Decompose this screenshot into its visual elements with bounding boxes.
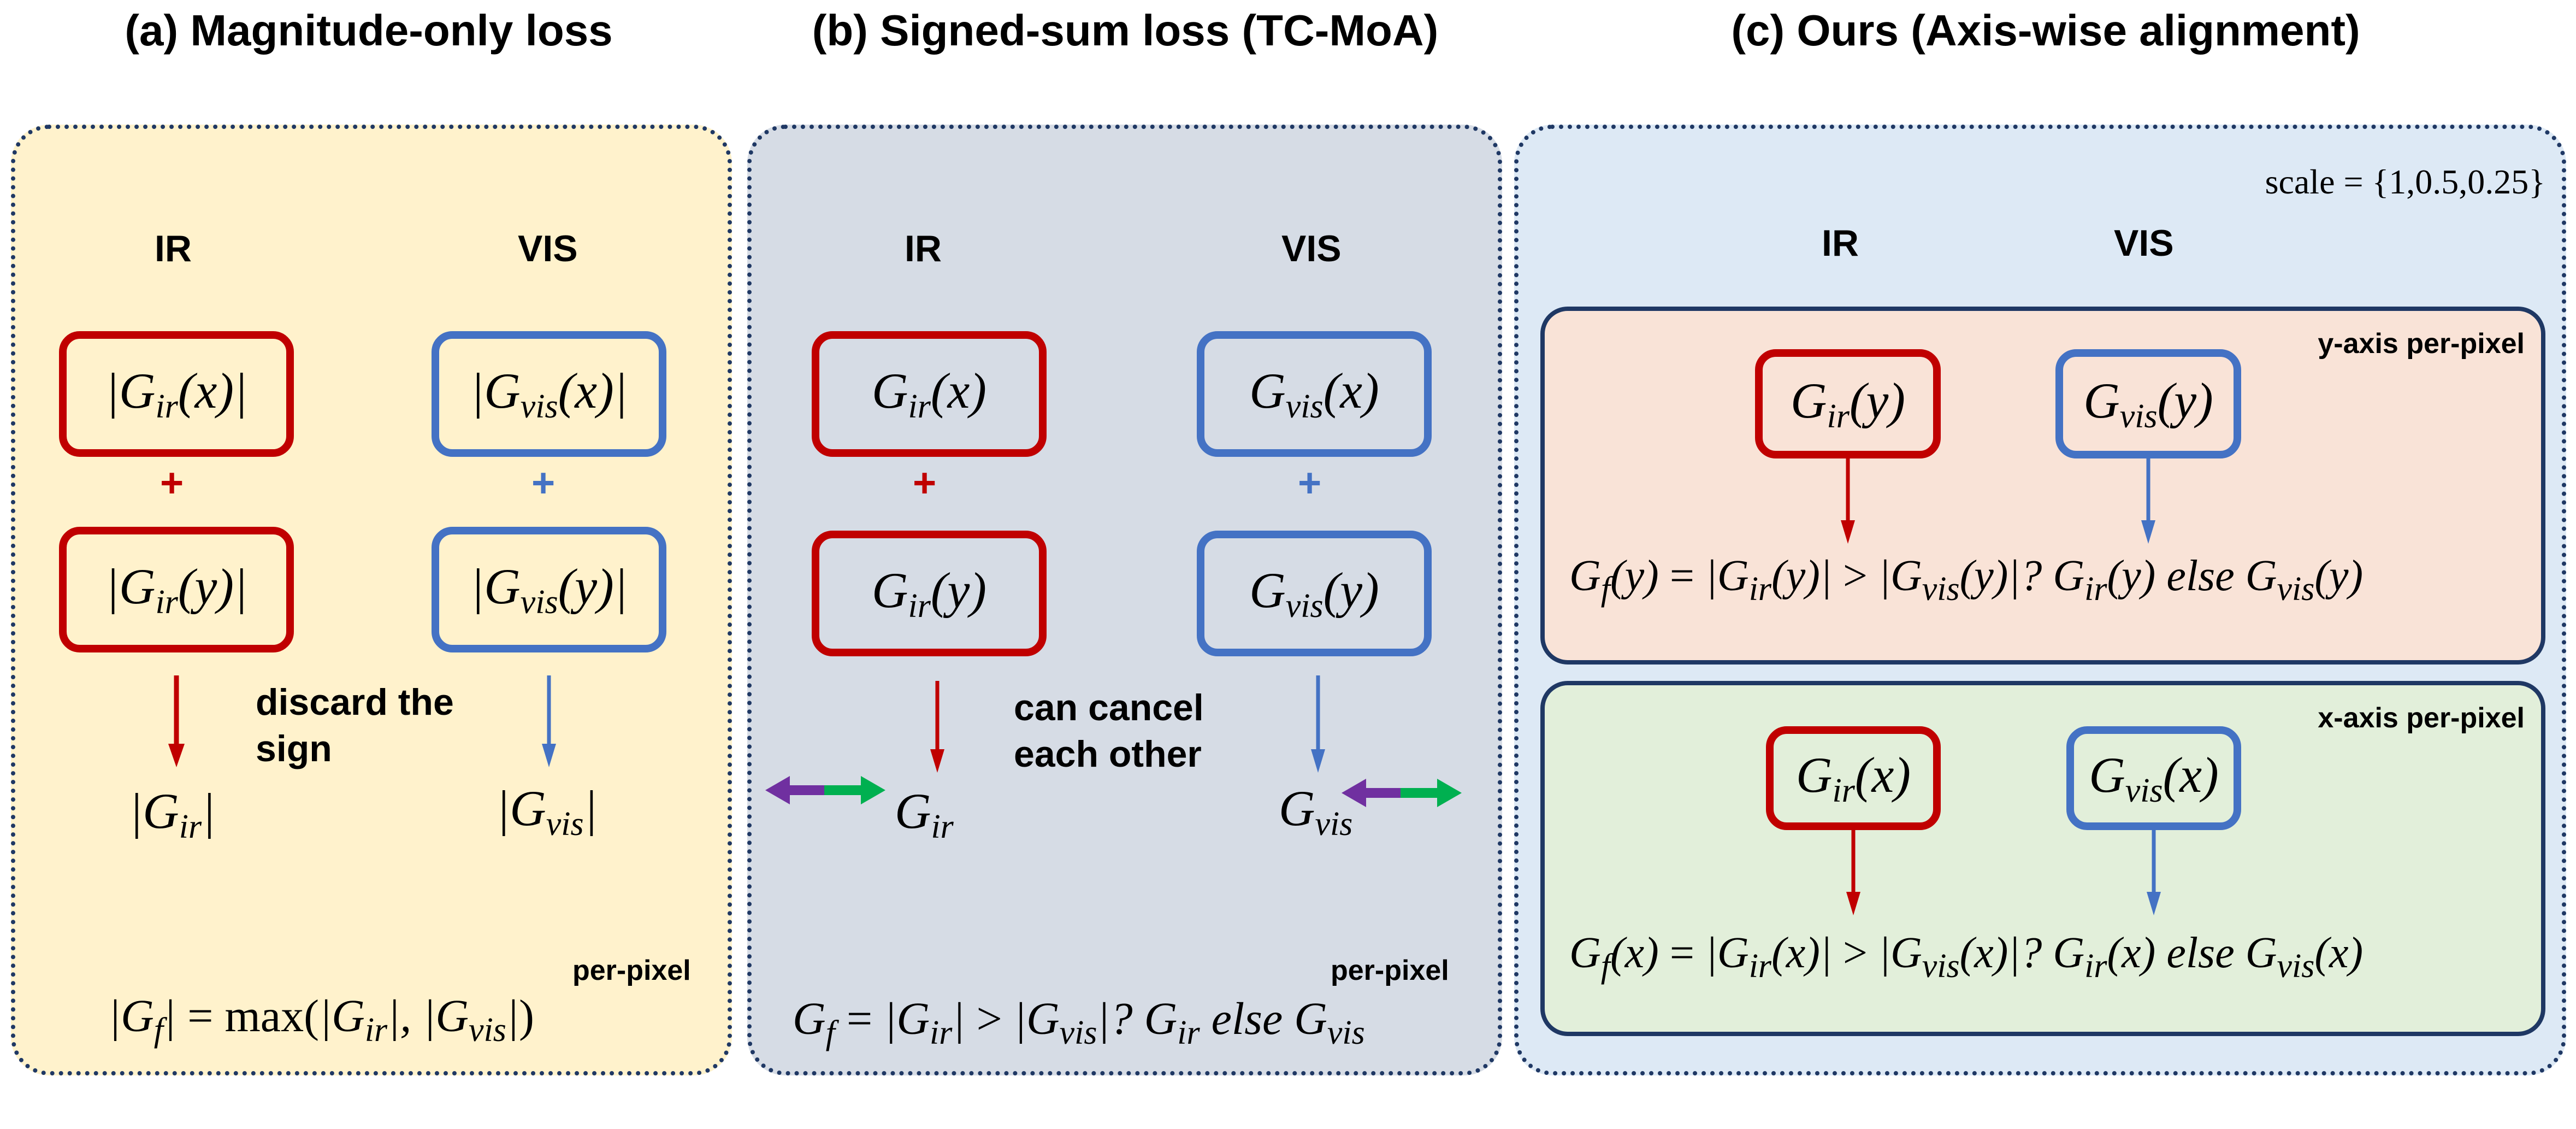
vis-down-arrow [1311, 675, 1325, 773]
vis-y-box: Gvis(y) [1197, 531, 1432, 656]
ir-down-arrow [930, 681, 944, 773]
ir-x-magnitude-box: |Gir(x)| [59, 331, 294, 457]
ir-y-box: Gir(y) [1755, 349, 1941, 458]
vis-y-magnitude: |Gvis(y)| [470, 558, 628, 621]
title-a: (a) Magnitude-only loss [125, 6, 613, 55]
vis-y-down-arrow [2141, 457, 2155, 544]
ir-x-box: Gir(x) [1766, 726, 1941, 830]
plus-ir: + [913, 460, 937, 505]
formula-x: Gf(x) = |Gir(x)| > |Gvis(x)|? Gir(x) els… [1569, 929, 2364, 985]
per-pixel-label: per-pixel [572, 955, 691, 986]
ir-y-box: Gir(y) [812, 531, 1047, 656]
vis-label: VIS [1281, 228, 1342, 269]
formula-b: Gf = |Gir| > |Gvis|? Gir else Gvis [793, 993, 1365, 1051]
per-pixel-label: per-pixel [1331, 955, 1449, 986]
vis-output: Gvis [1279, 780, 1353, 843]
vis-x-box: Gvis(x) [2066, 726, 2241, 830]
ir-label: IR [1822, 222, 1859, 264]
vis-x-magnitude-box: |Gvis(x)| [432, 331, 666, 457]
ir-x-down-arrow [1846, 829, 1860, 915]
opposing-direction-arrow-right [1342, 779, 1462, 807]
x-axis-block: x-axis per-pixel Gir(x) Gvis(x) Gf(x) = … [1540, 681, 2545, 1036]
ir-y-magnitude: |Gir(y)| [105, 558, 248, 621]
vis-y-magnitude-box: |Gvis(y)| [432, 527, 666, 652]
ir-y-down-arrow [1841, 457, 1855, 544]
ir-down-arrow [168, 675, 185, 767]
vis-label: VIS [518, 228, 578, 269]
title-c: (c) Ours (Axis-wise alignment) [1731, 6, 2360, 55]
vis-x: Gvis(x) [2089, 747, 2219, 809]
vis-magnitude-output: |Gvis| [496, 780, 598, 843]
vis-x: Gvis(x) [1249, 363, 1379, 425]
vis-x-down-arrow [2147, 829, 2161, 915]
ir-x: Gir(x) [872, 363, 986, 425]
vis-x-box: Gvis(x) [1197, 331, 1432, 457]
vis-y-box: Gvis(y) [2055, 349, 2241, 458]
y-axis-block: y-axis per-pixel Gir(y) Gvis(y) Gf(y) = … [1540, 307, 2545, 665]
ir-x: Gir(x) [1796, 747, 1911, 809]
discard-note-line1: discard the [256, 681, 454, 723]
ir-output: Gir [895, 783, 954, 845]
formula-y: Gf(y) = |Gir(y)| > |Gvis(y)|? Gir(y) els… [1569, 552, 2364, 608]
panel-magnitude-only: IR VIS |Gir(x)| + |Gir(y)| |Gvis(x)| + |… [11, 125, 732, 1075]
plus-ir: + [160, 460, 184, 505]
vis-label: VIS [2114, 222, 2174, 264]
vis-y: Gvis(y) [1249, 562, 1379, 625]
ir-y: Gir(y) [872, 562, 986, 625]
discard-note-line2: sign [256, 728, 332, 769]
ir-magnitude-output: |Gir| [129, 783, 216, 845]
panel-axis-wise: scale = {1,0.5,0.25} IR VIS y-axis per-p… [1514, 125, 2566, 1075]
ir-y-magnitude-box: |Gir(y)| [59, 527, 294, 652]
vis-x-magnitude: |Gvis(x)| [470, 363, 628, 425]
cancel-note-line1: can cancel [1014, 687, 1204, 728]
ir-label: IR [905, 228, 942, 269]
y-axis-scope-label: y-axis per-pixel [2318, 328, 2525, 360]
ir-y: Gir(y) [1791, 373, 1905, 435]
ir-x-magnitude: |Gir(x)| [105, 363, 248, 425]
ir-x-box: Gir(x) [812, 331, 1047, 457]
x-axis-scope-label: x-axis per-pixel [2318, 702, 2525, 734]
vis-down-arrow [542, 675, 556, 767]
plus-vis: + [531, 460, 556, 505]
panel-signed-sum: IR VIS Gir(x) + Gir(y) Gvis(x) + Gvis(y)… [747, 125, 1502, 1075]
vis-y: Gvis(y) [2083, 373, 2213, 435]
title-b: (b) Signed-sum loss (TC-MoA) [812, 6, 1439, 55]
cancel-note-line2: each other [1014, 733, 1202, 775]
ir-label: IR [155, 228, 192, 269]
opposing-direction-arrow-left [765, 776, 885, 804]
scale-label: scale = {1,0.5,0.25} [2265, 162, 2545, 201]
plus-vis: + [1298, 460, 1322, 505]
formula-a: |Gf| = max(|Gir|, |Gvis|) [108, 991, 534, 1049]
